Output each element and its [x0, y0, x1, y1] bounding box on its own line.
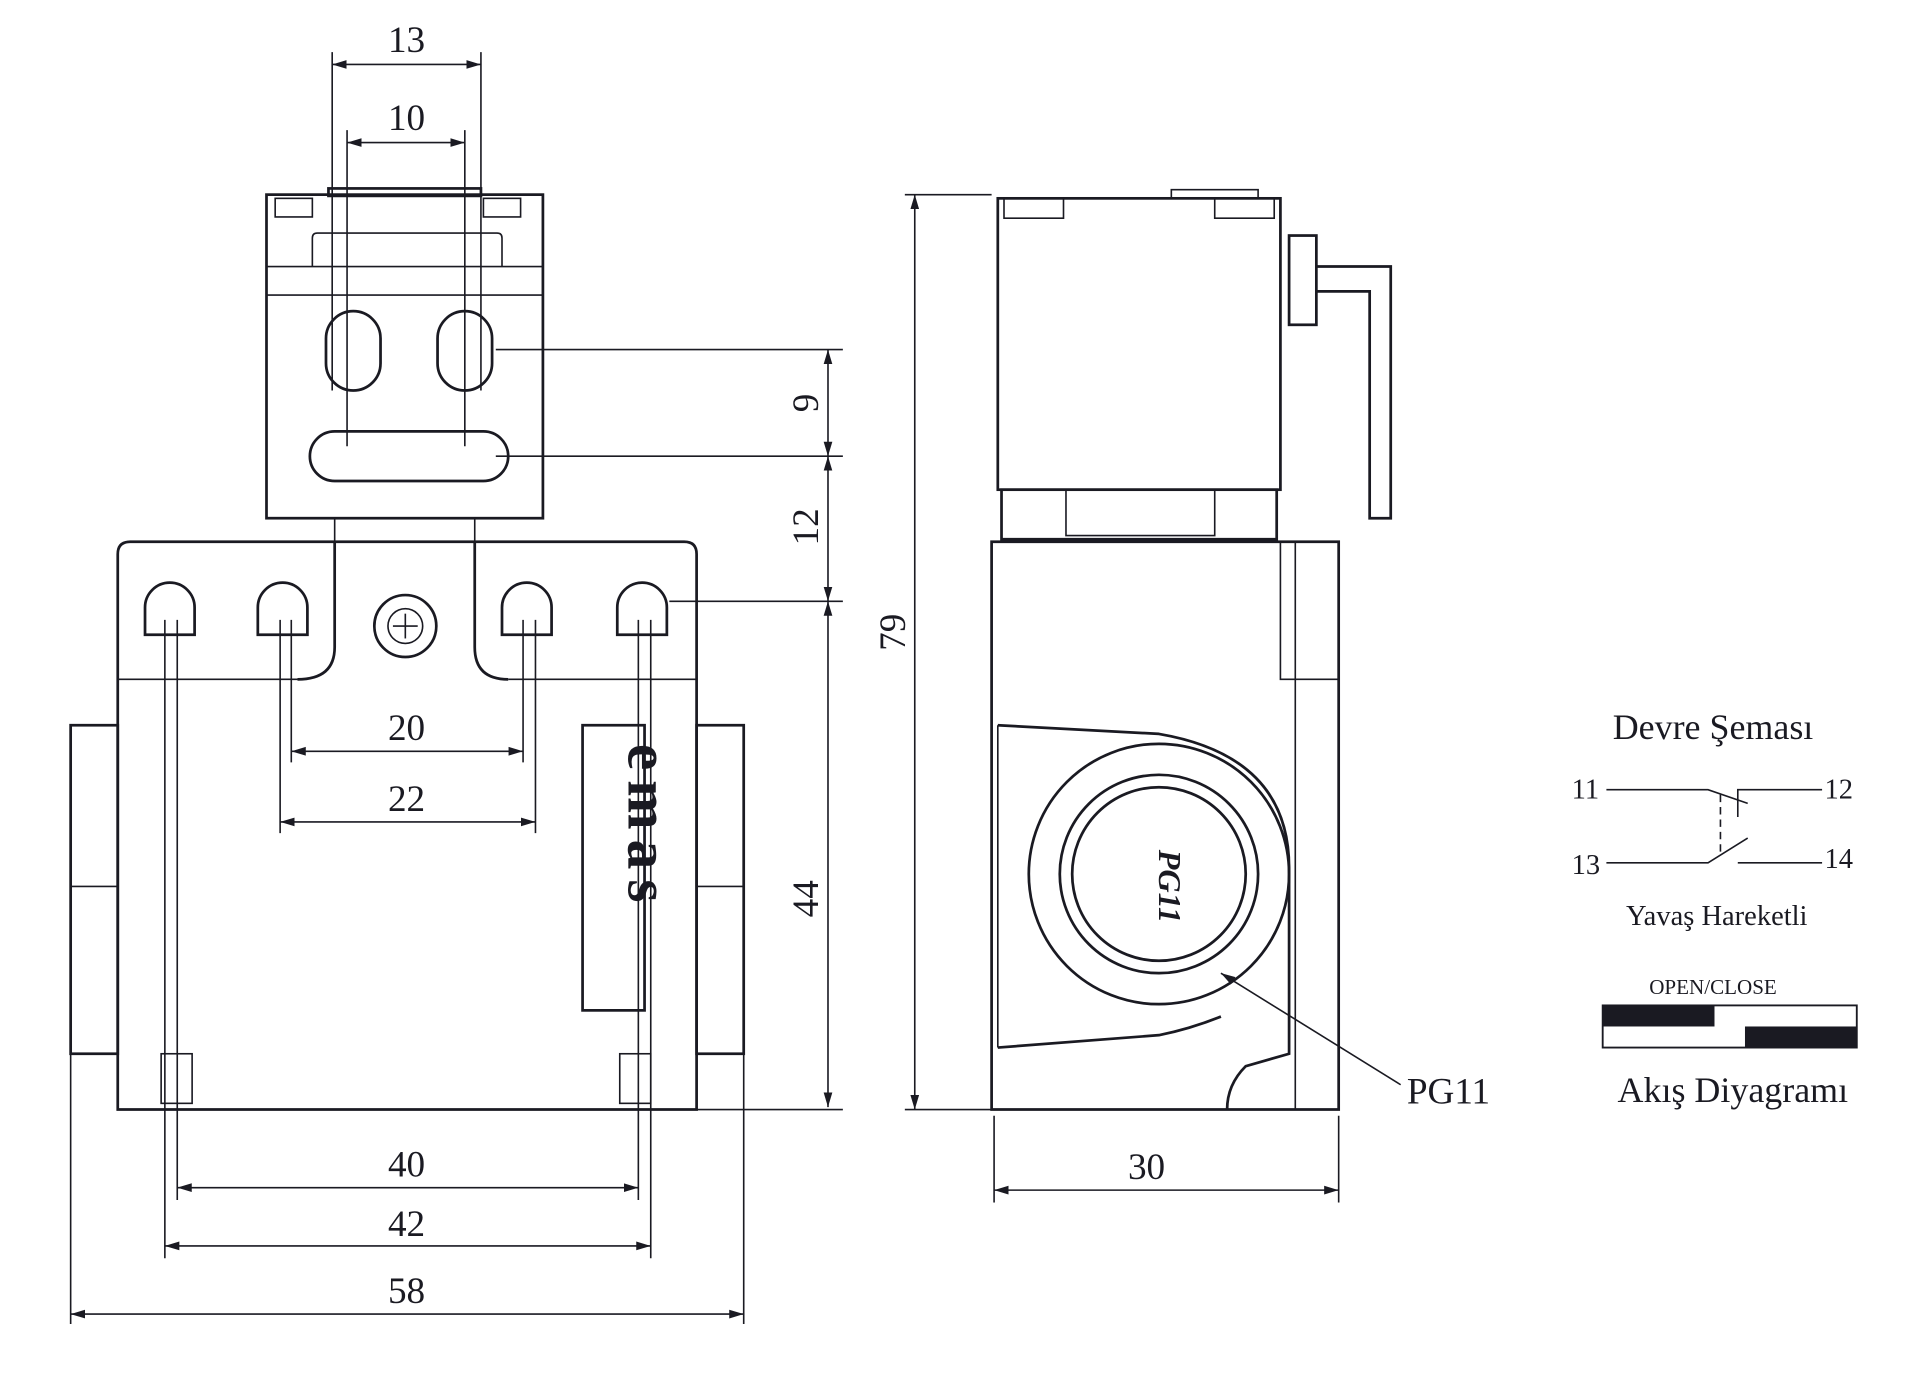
circuit-subtitle: Yavaş Hareketli	[1626, 901, 1808, 932]
terminal-14: 14	[1825, 844, 1853, 875]
flow-row2-closed	[1744, 1026, 1857, 1048]
dim-79: 79	[873, 614, 914, 651]
port-label: PG11	[1407, 1071, 1490, 1112]
dim-10: 10	[388, 98, 425, 139]
flow-title: Akış Diyagramı	[1618, 1070, 1849, 1110]
dim-20: 20	[388, 708, 425, 749]
circuit-title: Devre Şeması	[1613, 707, 1814, 747]
front-view: emas 13 10 20 22 40 42 58 9 12 44	[69, 20, 843, 1325]
flow-diagram: OPEN/CLOSE Akış Diyagramı	[1601, 975, 1858, 1110]
mounting-holes	[143, 581, 669, 637]
dim-44: 44	[786, 880, 827, 917]
flow-row1-closed	[1602, 1005, 1715, 1027]
dim-40: 40	[388, 1144, 425, 1185]
dim-30: 30	[1128, 1147, 1165, 1188]
svg-text:emas: emas	[615, 744, 681, 913]
dim-22: 22	[388, 779, 425, 820]
dim-9: 9	[786, 394, 827, 413]
terminal-11: 11	[1572, 774, 1599, 805]
terminal-13: 13	[1572, 850, 1600, 881]
dim-12: 12	[786, 508, 827, 545]
circuit-diagram: Devre Şeması 11 12 13 14 Yavaş Hareketli	[1572, 707, 1853, 932]
terminal-12: 12	[1825, 774, 1853, 805]
dim-58: 58	[388, 1271, 425, 1312]
dim-13: 13	[388, 20, 425, 61]
screw-icon	[372, 593, 438, 659]
dim-42: 42	[388, 1204, 425, 1245]
side-view: PG11 PG11 79 30	[873, 188, 1490, 1203]
flow-header: OPEN/CLOSE	[1649, 975, 1777, 999]
brand-logo: emas	[581, 723, 681, 1012]
port-marking: PG11	[1152, 849, 1188, 923]
leader-line	[1220, 972, 1402, 1086]
